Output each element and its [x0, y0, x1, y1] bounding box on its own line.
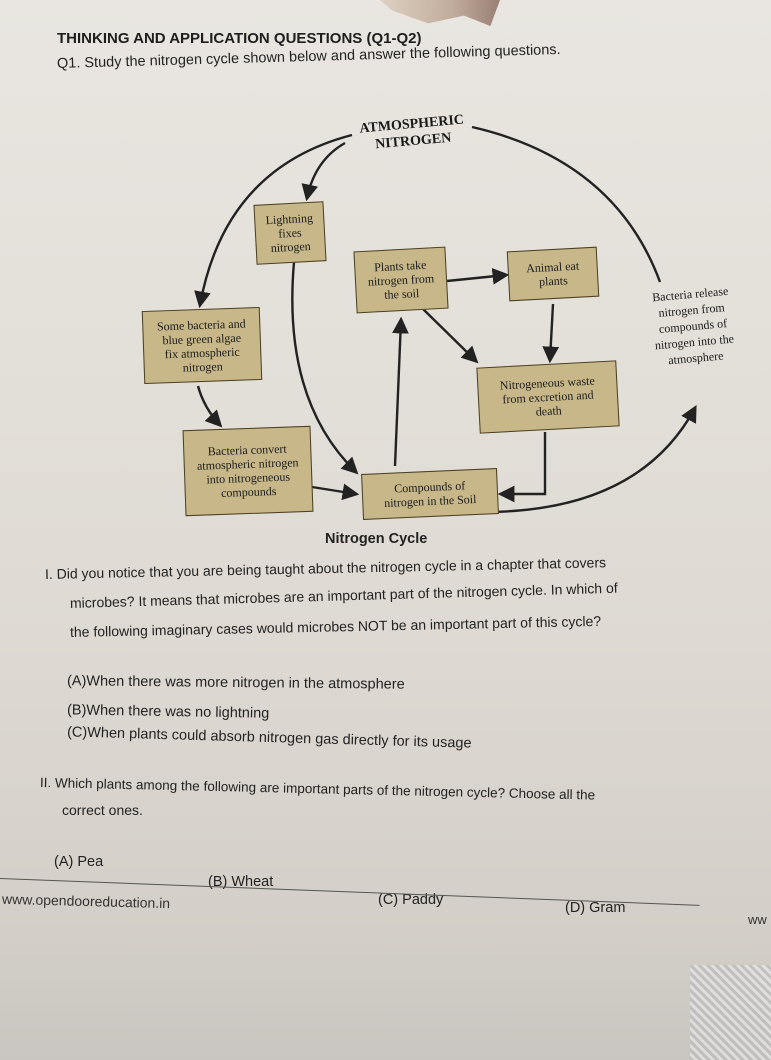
arrow-compounds-to-plants [392, 316, 409, 467]
bacteria-fix-box: Some bacteria and blue green algae fix a… [141, 306, 263, 385]
edge-text: ww [748, 912, 767, 927]
question-i-line-2: microbes? It means that microbes are an … [69, 579, 618, 611]
plants-take-box: Plants take nitrogen from the soil [353, 246, 449, 314]
nitrogeneous-waste-box: Nitrogeneous waste from excretion and de… [476, 360, 620, 434]
question-ii-option-c: (C) Paddy [378, 892, 444, 908]
lightning-box: Lightning fixes nitrogen [253, 201, 327, 265]
section-heading: THINKING AND APPLICATION QUESTIONS (Q1-Q… [57, 30, 422, 47]
question-ii-option-a: (A) Pea [54, 854, 104, 870]
question-i-option-c: (C)When plants could absorb nitrogen gas… [66, 724, 472, 752]
question-ii-line-1: II. Which plants among the following are… [39, 775, 596, 803]
question-i-option-b: (B)When there was no lightning [66, 702, 270, 722]
nitrogen-cycle-arrows [194, 125, 697, 514]
arrow-atm-to-bacteria-fix [194, 133, 353, 309]
arrow-fix-to-convert [196, 385, 223, 428]
fabric-texture [690, 965, 771, 1060]
question-ii-option-d: (D) Gram [565, 900, 626, 916]
arrow-animal-to-waste [542, 303, 560, 364]
arrow-lightning-to-compounds [291, 261, 359, 475]
question-i-option-a: (A)When there was more nitrogen in the a… [66, 673, 405, 693]
bacteria-release-label: Bacteria release nitrogen from compounds… [651, 283, 735, 368]
arrow-convert-to-compounds [311, 483, 360, 501]
arrow-plants-to-animal [446, 268, 510, 285]
bacteria-convert-box: Bacteria convert atmospheric nitrogen in… [182, 425, 314, 517]
arrow-plants-to-waste [421, 307, 479, 364]
arrow-atm-to-lightning [301, 141, 346, 202]
question-ii-line-2: correct ones. [62, 802, 143, 818]
arrow-compounds-to-release [488, 405, 697, 514]
diagram-caption: Nitrogen Cycle [325, 531, 428, 547]
animal-eat-box: Animal eat plants [506, 246, 600, 302]
arrow-waste-to-compounds [497, 432, 547, 503]
compounds-soil-box: Compounds of nitrogen in the Soil [361, 468, 499, 520]
footer-url: www.opendooreducation.in [1, 890, 171, 912]
question-i-line-3: the following imaginary cases would micr… [69, 612, 602, 640]
arc-release-to-atm [471, 125, 662, 283]
